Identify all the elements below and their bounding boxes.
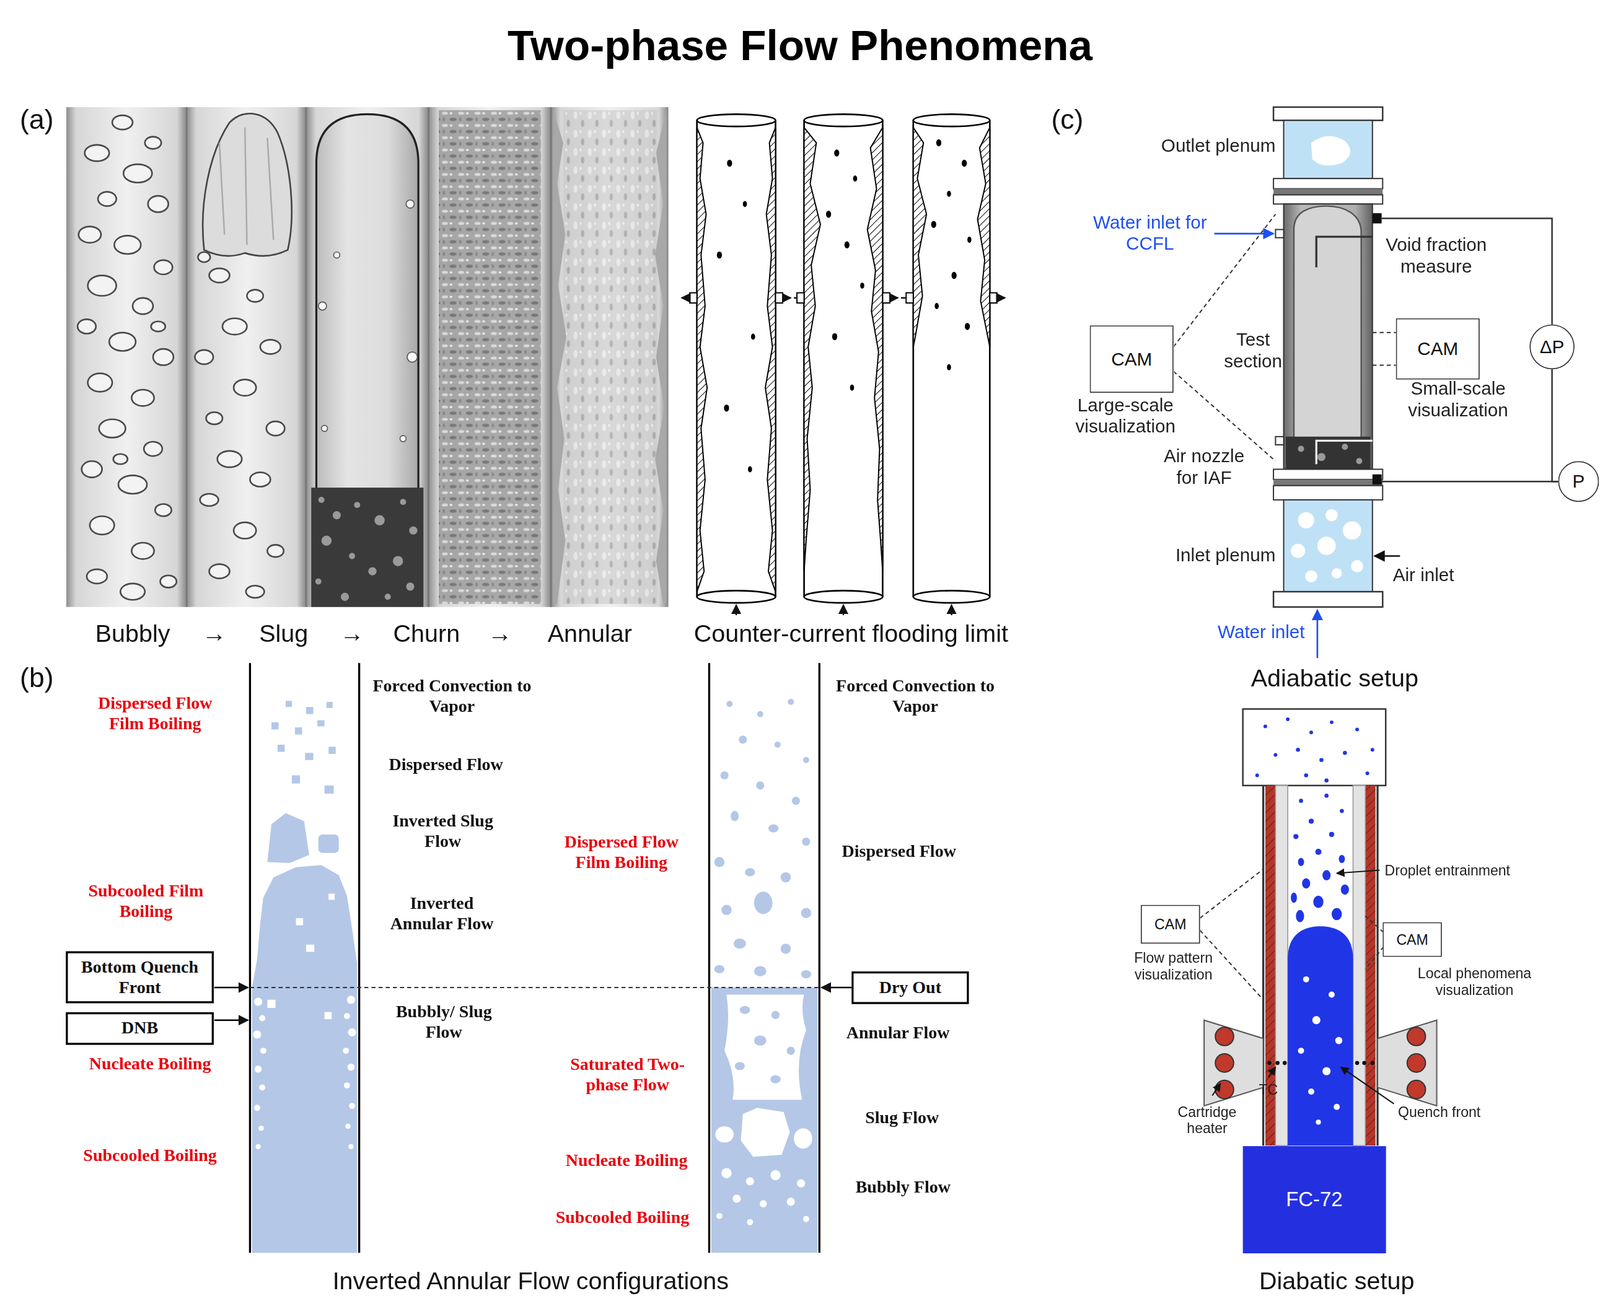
- node-text: ΔP: [1539, 336, 1565, 359]
- annotation-label: Slug: [259, 619, 308, 649]
- figure-title: Two-phase Flow Phenomena: [507, 21, 1093, 71]
- annotation-label: (c): [1051, 104, 1084, 137]
- annotation-label: Dispersed Flow Film Boiling: [544, 832, 698, 874]
- annotation-label: Air inlet: [1393, 564, 1455, 587]
- annotation-label: →: [202, 619, 227, 649]
- annotation-label: Large-scale visualization: [1059, 394, 1192, 438]
- annotation-label: →: [339, 619, 365, 649]
- annotation-label: Nucleate Boiling: [89, 1054, 212, 1075]
- annotation-label: Annular: [547, 619, 633, 649]
- fluid-tank: FC-72: [1243, 1146, 1387, 1254]
- annotation-label: Dispersed Flow: [388, 755, 503, 776]
- annotation-label: Forced Convection to Vapor: [365, 676, 540, 718]
- annotation-label: Annular Flow: [846, 1023, 950, 1045]
- annotation-label: Small-scale visualization: [1391, 378, 1525, 422]
- annotation-label: Quench front: [1397, 1104, 1481, 1121]
- annotation-label: Air nozzle for IAF: [1153, 446, 1256, 489]
- annotation-label: Forced Convection to Vapor: [828, 676, 1003, 718]
- connector-line: [1552, 369, 1559, 482]
- camera-box: CAM: [1396, 318, 1480, 380]
- camera-box: CAM: [1382, 922, 1442, 958]
- annotation-label: Inverted Annular Flow configurations: [332, 1267, 729, 1296]
- annotation-label: Droplet entrainment: [1384, 861, 1511, 879]
- node-text: CAM: [1417, 338, 1459, 361]
- annotation-label: (a): [19, 104, 54, 137]
- annotation-label: Inverted Slug Flow: [379, 811, 507, 853]
- pressure-gauge: ΔP: [1529, 324, 1574, 370]
- annotation-label: Bubbly: [95, 619, 171, 649]
- annotation-label: Local phenomena visualization: [1410, 965, 1539, 999]
- node-text: P: [1572, 470, 1586, 493]
- annotation-label: Diabatic setup: [1259, 1267, 1415, 1296]
- camera-box: CAM: [1140, 905, 1201, 945]
- annotation-label: Test section: [1214, 329, 1292, 373]
- pressure-gauge: P: [1557, 461, 1599, 502]
- annotation-label: Counter-current flooding limit: [694, 619, 1009, 649]
- annotation-label: Inverted Annular Flow: [382, 893, 501, 935]
- state-box: DNB: [65, 1012, 214, 1045]
- annotation-label: Outlet plenum: [1161, 135, 1276, 157]
- annotation-label: (b): [19, 663, 54, 695]
- annotation-label: Bubbly Flow: [855, 1177, 951, 1198]
- annotation-label: Bubbly/ Slug Flow: [385, 1002, 503, 1043]
- annotation-label: Water inlet for CCFL: [1088, 212, 1212, 256]
- annotation-label: Dispersed Flow Film Boiling: [78, 694, 232, 735]
- annotation-label: Nucleate Boiling: [565, 1150, 688, 1172]
- node-text: DNB: [121, 1018, 159, 1039]
- node-text: FC-72: [1285, 1188, 1343, 1213]
- annotation-label: Water inlet: [1217, 622, 1306, 644]
- state-box: Dry Out: [851, 971, 969, 1004]
- annotation-label: Subcooled Film Boiling: [76, 881, 215, 923]
- camera-box: CAM: [1090, 325, 1174, 393]
- annotation-label: Cartridge heater: [1166, 1104, 1249, 1138]
- annotation-label: Void fraction measure: [1377, 234, 1495, 278]
- state-box: Bottom Quench Front: [65, 951, 214, 1004]
- node-text: CAM: [1154, 916, 1187, 933]
- annotation-label: TC: [1258, 1081, 1278, 1098]
- node-text: Dry Out: [879, 977, 942, 998]
- node-text: CAM: [1111, 348, 1152, 370]
- annotation-label: Dispersed Flow: [842, 842, 957, 863]
- node-text: CAM: [1396, 931, 1428, 948]
- annotation-label: Churn: [392, 619, 460, 649]
- annotation-label: Inlet plenum: [1175, 545, 1276, 568]
- annotation-label: Subcooled Boiling: [83, 1145, 217, 1167]
- annotation-label: Slug Flow: [865, 1107, 939, 1129]
- annotation-label: Adiabatic setup: [1251, 664, 1419, 693]
- annotation-label: Subcooled Boiling: [555, 1208, 690, 1229]
- node-text: Bottom Quench Front: [73, 957, 206, 998]
- annotation-label: Saturated Two-phase Flow: [558, 1055, 697, 1097]
- annotation-label: →: [487, 619, 513, 649]
- annotation-label: Flow pattern visualization: [1122, 949, 1225, 983]
